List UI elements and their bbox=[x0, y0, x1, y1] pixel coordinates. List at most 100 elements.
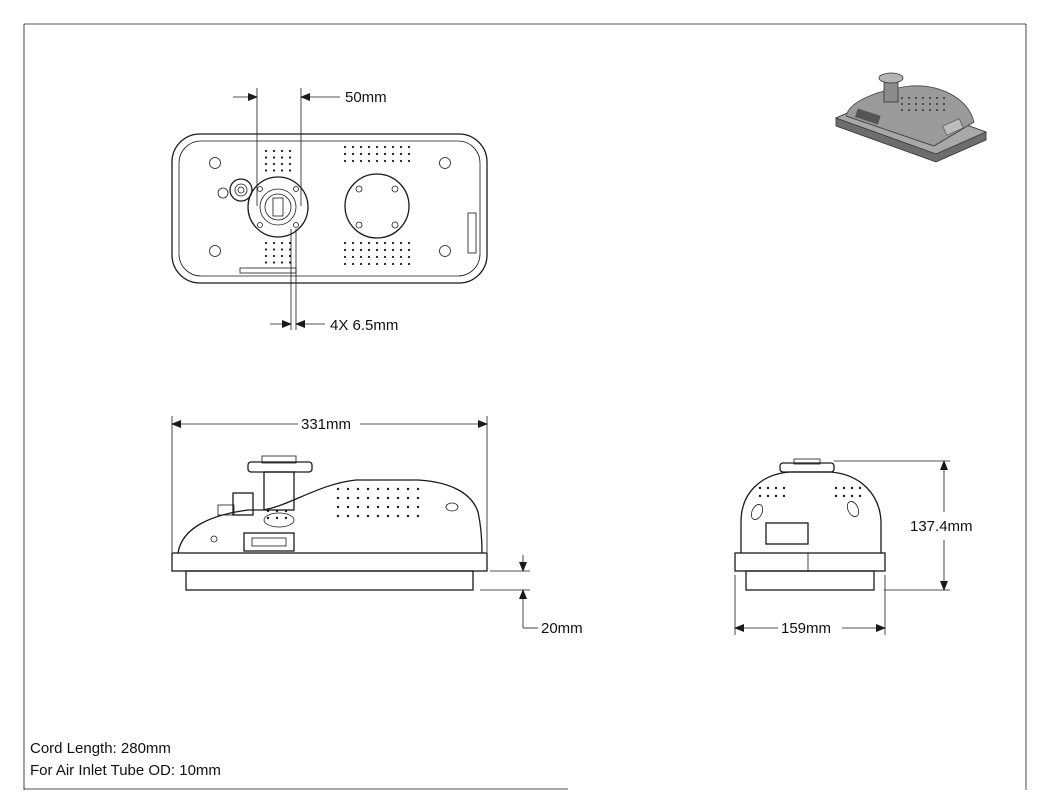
vent-hole bbox=[375, 255, 379, 259]
dim-base-height-label: 20mm bbox=[541, 620, 583, 637]
vent-hole bbox=[396, 487, 400, 491]
vent-hole bbox=[407, 255, 411, 259]
tube-od-note: For Air Inlet Tube OD: 10mm bbox=[30, 762, 221, 779]
vent-hole bbox=[858, 494, 862, 498]
vent-hole bbox=[391, 262, 395, 266]
vent-hole bbox=[416, 496, 420, 500]
vent-hole bbox=[766, 486, 770, 490]
vent-hole bbox=[346, 514, 350, 518]
vent-hole bbox=[356, 514, 360, 518]
vent-hole bbox=[416, 487, 420, 491]
vent-hole bbox=[858, 486, 862, 490]
vent-hole bbox=[383, 145, 387, 149]
vent-hole bbox=[908, 103, 910, 105]
dimension-137mm: 137.4mm bbox=[834, 460, 973, 591]
vent-hole bbox=[416, 505, 420, 509]
vent-hole bbox=[343, 152, 347, 156]
vent-hole bbox=[359, 159, 363, 163]
vent-hole bbox=[280, 149, 284, 153]
vent-hole bbox=[359, 255, 363, 259]
vent-hole bbox=[774, 486, 778, 490]
vent-hole bbox=[416, 514, 420, 518]
vent-hole bbox=[367, 159, 371, 163]
vent-hole bbox=[264, 254, 268, 258]
vent-hole bbox=[351, 152, 355, 156]
vent-hole bbox=[782, 494, 786, 498]
vent-hole bbox=[915, 97, 917, 99]
dim-hole-size-label: 4X 6.5mm bbox=[330, 317, 398, 334]
vent-hole bbox=[359, 248, 363, 252]
vent-holes bbox=[266, 487, 420, 520]
vent-hole bbox=[272, 241, 276, 245]
vent-hole bbox=[375, 145, 379, 149]
vent-hole bbox=[396, 505, 400, 509]
vent-hole bbox=[343, 248, 347, 252]
dim-height-label: 137.4mm bbox=[910, 518, 973, 535]
vent-hole bbox=[280, 162, 284, 166]
vent-hole bbox=[391, 152, 395, 156]
vent-hole bbox=[399, 159, 403, 163]
vent-hole bbox=[406, 514, 410, 518]
vent-hole bbox=[343, 262, 347, 266]
vent-hole bbox=[943, 97, 945, 99]
vent-hole bbox=[850, 494, 854, 498]
vent-hole bbox=[376, 496, 380, 500]
dimension-20mm: 20mm bbox=[480, 555, 583, 637]
vent-hole bbox=[943, 103, 945, 105]
vent-hole bbox=[367, 248, 371, 252]
vent-hole bbox=[399, 255, 403, 259]
vent-hole bbox=[407, 152, 411, 156]
vent-hole bbox=[375, 248, 379, 252]
vent-hole bbox=[376, 487, 380, 491]
vent-hole bbox=[407, 248, 411, 252]
vent-hole bbox=[901, 109, 903, 111]
side-view bbox=[734, 458, 886, 591]
vent-hole bbox=[275, 516, 279, 520]
vent-hole bbox=[758, 494, 762, 498]
vent-hole bbox=[834, 486, 838, 490]
vent-hole bbox=[288, 162, 292, 166]
vent-hole bbox=[376, 514, 380, 518]
vent-hole bbox=[782, 486, 786, 490]
vent-hole bbox=[399, 145, 403, 149]
dimension-331mm: 331mm bbox=[171, 416, 488, 552]
vent-hole bbox=[272, 149, 276, 153]
vent-hole bbox=[272, 162, 276, 166]
vent-hole bbox=[272, 248, 276, 251]
vent-hole bbox=[850, 486, 854, 490]
vent-hole bbox=[399, 248, 403, 252]
vent-hole bbox=[375, 241, 379, 245]
vent-hole bbox=[272, 156, 276, 159]
vent-hole bbox=[922, 103, 924, 105]
vent-hole bbox=[272, 254, 276, 258]
vent-hole bbox=[407, 159, 411, 163]
vent-hole bbox=[396, 514, 400, 518]
vent-hole bbox=[288, 254, 292, 258]
vent-hole bbox=[396, 496, 400, 500]
vent-hole bbox=[351, 159, 355, 163]
vent-hole bbox=[376, 505, 380, 509]
vent-hole bbox=[288, 248, 292, 251]
vent-hole bbox=[280, 261, 284, 264]
vent-hole bbox=[356, 496, 360, 500]
dimension-hole-size: 4X 6.5mm bbox=[270, 229, 398, 334]
vent-hole bbox=[386, 514, 390, 518]
vent-hole bbox=[915, 109, 917, 111]
vent-hole bbox=[356, 505, 360, 509]
vent-hole bbox=[929, 103, 931, 105]
vent-hole bbox=[351, 145, 355, 149]
vent-hole bbox=[359, 241, 363, 245]
vent-hole bbox=[272, 169, 276, 172]
vent-hole bbox=[284, 509, 288, 513]
vent-hole bbox=[264, 261, 268, 264]
vent-hole bbox=[375, 159, 379, 163]
vent-hole bbox=[929, 97, 931, 99]
vent-hole bbox=[288, 149, 292, 153]
top-view bbox=[171, 133, 488, 284]
dim-length-label: 331mm bbox=[301, 416, 351, 433]
vent-hole bbox=[774, 494, 778, 498]
vent-hole bbox=[922, 109, 924, 111]
vent-hole bbox=[346, 496, 350, 500]
vent-hole bbox=[407, 145, 411, 149]
